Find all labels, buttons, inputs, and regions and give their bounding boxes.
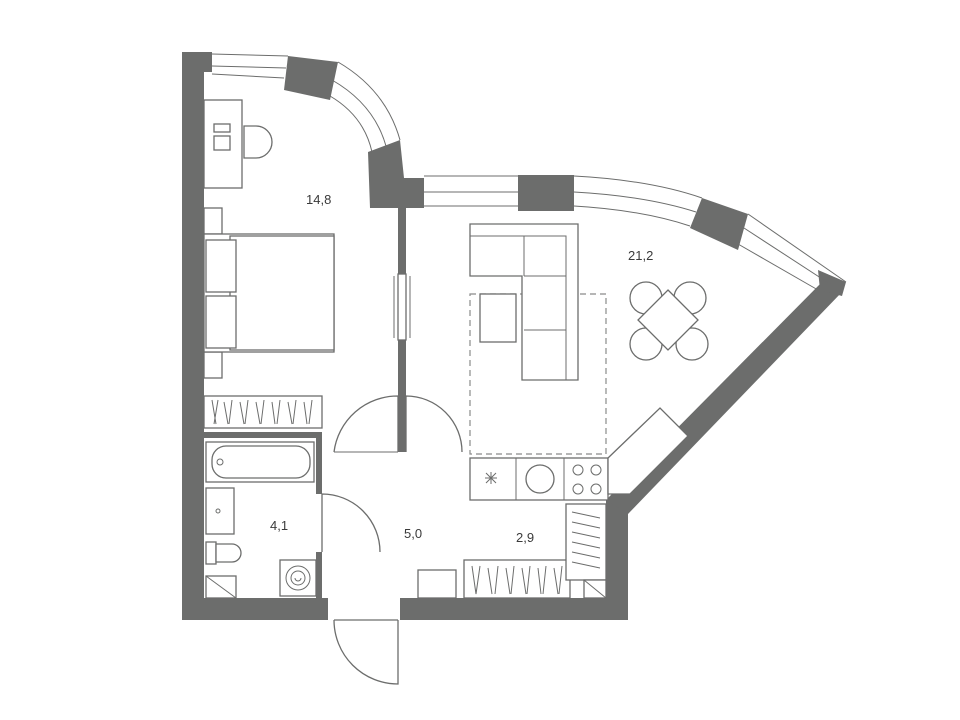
wall-partition [398,208,406,274]
area-living-kitchen: 21,2 [628,248,653,263]
double-door-left [333,395,399,453]
area-hallway: 5,0 [404,526,422,541]
kitchen-sink [525,464,555,494]
wall-bottom-right [400,598,622,620]
nightstand-top [203,207,223,235]
hallway [333,395,607,685]
pier-living-1 [518,175,574,211]
living-room [469,223,709,501]
pier-living-2 [690,198,748,250]
pier-mid [368,140,424,208]
bathtub-inner [211,445,311,479]
wall-left [182,52,204,620]
washing-machine-drum [285,565,311,591]
washing-machine [279,559,317,597]
bedroom [203,99,411,429]
wall-partition-lower [398,340,406,452]
entrance-door [333,619,399,685]
wall-bottom-left [182,598,328,620]
windows [211,53,847,291]
bed-frame [229,235,335,351]
shoe-rack [417,569,457,599]
toilet-bowl [215,543,242,563]
sliding-door [397,273,407,341]
laptop [213,135,231,151]
area-bathroom: 4,1 [270,518,288,533]
sink [205,487,235,535]
desk-lamp [213,123,231,133]
sink-tap-icon [485,472,497,484]
area-labels: 14,8 21,2 4,1 5,0 2,9 [270,192,653,545]
nightstand-bottom [203,351,223,379]
double-door-right [405,395,463,453]
pillow-1 [205,239,237,293]
wall-top-left-stub [182,52,212,72]
wall-bath-right [316,432,322,494]
corridor-wardrobe [463,559,571,599]
coffee-table [479,293,517,343]
wardrobe-hangers [211,399,313,425]
bathroom [205,441,381,599]
sofa [469,223,579,381]
corner-cabinet [607,407,689,495]
wall-right-lower [606,500,628,620]
rug [469,293,607,455]
wall-corner-right [818,270,846,296]
dining-table [637,289,699,351]
dining-chair-bottom-right [675,327,709,361]
toilet-tank [205,541,217,565]
corridor-hangers [471,565,563,595]
area-corridor: 2,9 [516,530,534,545]
wall-bath-right-low [316,552,322,598]
pier-top [284,56,338,100]
wall-bath-top [204,432,322,438]
desk-chair [243,125,273,159]
pillow-2 [205,295,237,349]
bathroom-door [321,493,381,553]
area-bedroom: 14,8 [306,192,331,207]
